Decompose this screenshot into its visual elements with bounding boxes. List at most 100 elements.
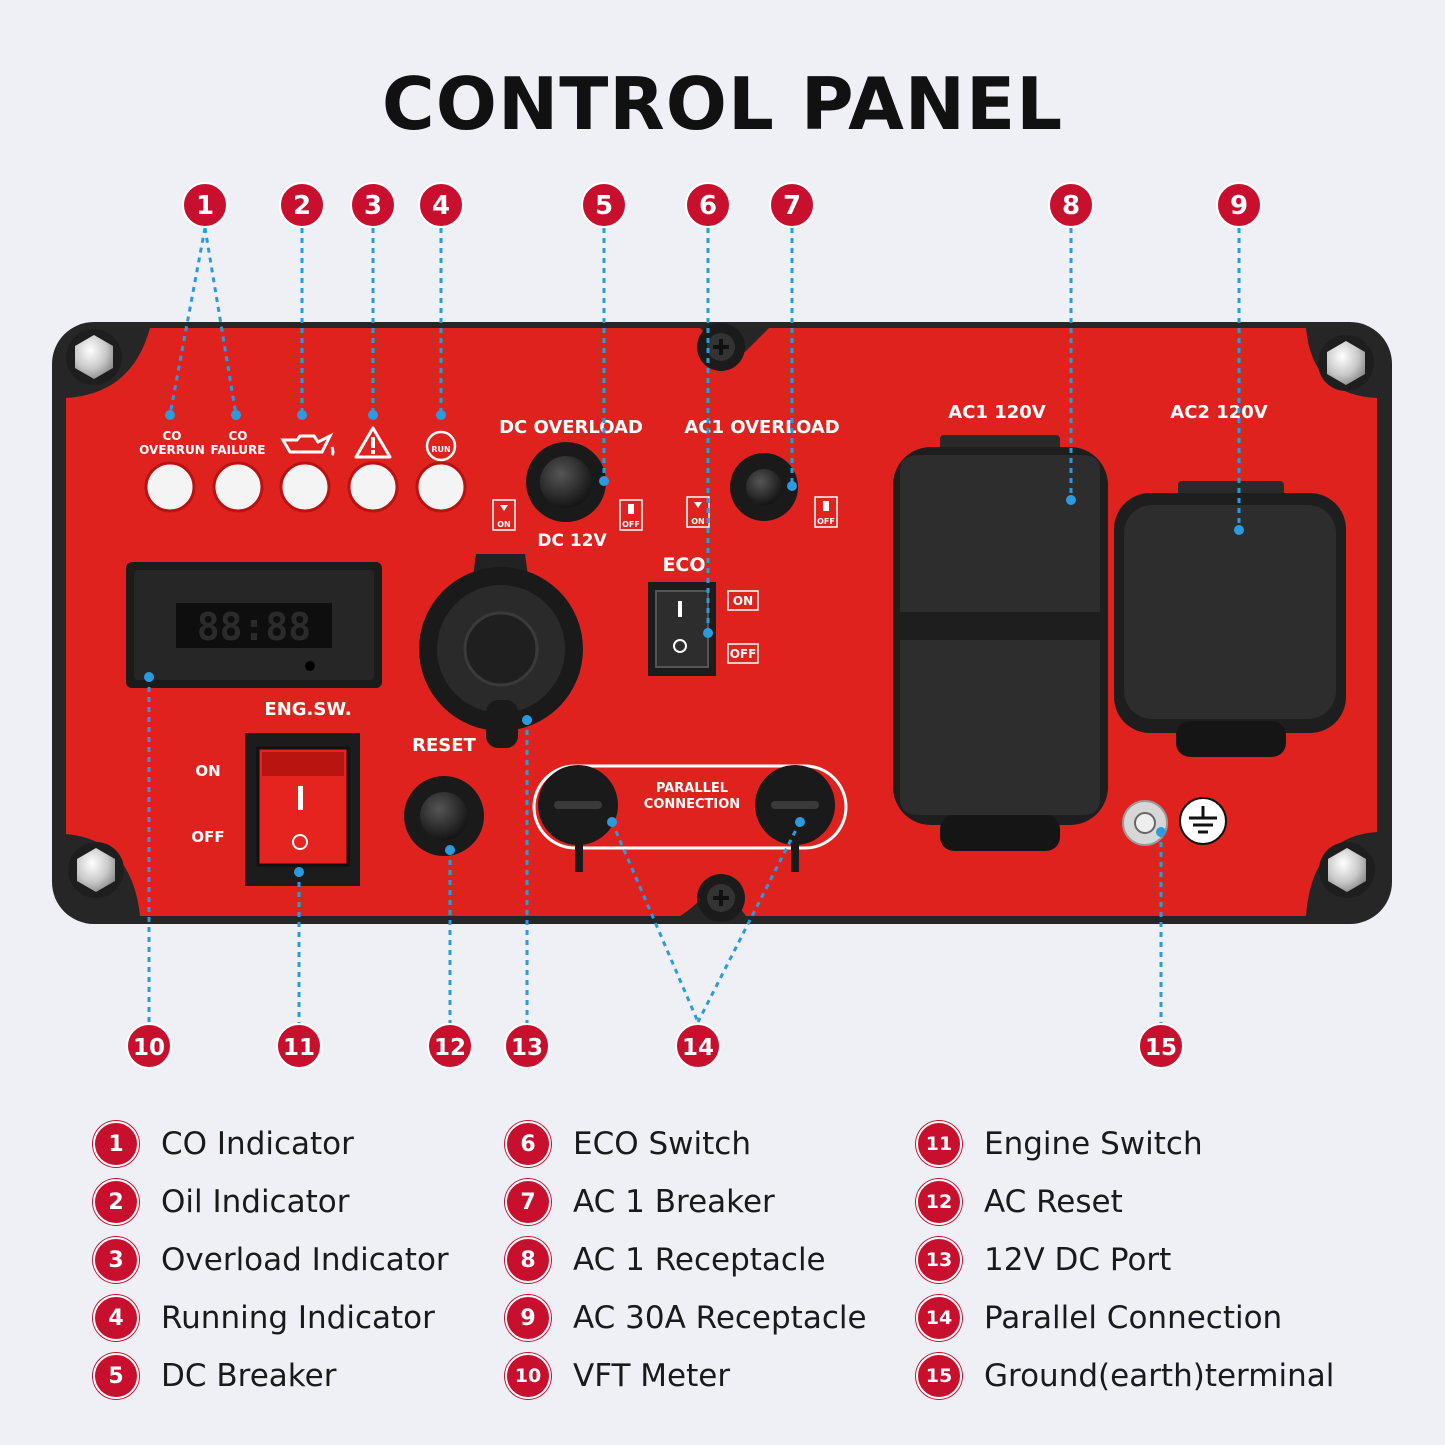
legend-badge: 7 xyxy=(505,1179,551,1225)
legend-text: CO Indicator xyxy=(161,1126,354,1162)
meter-display: 88:88 xyxy=(197,605,311,649)
legend-text: Parallel Connection xyxy=(984,1300,1283,1336)
eco-on-tag xyxy=(727,590,759,611)
legend-badge: 12 xyxy=(916,1179,962,1225)
svg-text:11: 11 xyxy=(283,1035,315,1061)
reset-label: RESET xyxy=(412,735,476,756)
engine-switch[interactable] xyxy=(245,733,360,886)
dc-overload-label: DC OVERLOAD xyxy=(499,417,643,438)
overload-indicator-light xyxy=(347,461,399,513)
parallel-port-left[interactable] xyxy=(538,765,618,872)
legend-item-4: 4 Running Indicator xyxy=(93,1295,435,1341)
legend-text: AC 1 Breaker xyxy=(573,1184,775,1220)
legend-text: AC Reset xyxy=(984,1184,1123,1220)
dc-12v-label: DC 12V xyxy=(537,531,607,551)
warning-triangle-icon xyxy=(354,426,392,459)
corner-bolt-top-left xyxy=(66,329,122,385)
corner-bolt-bottom-left xyxy=(68,842,124,898)
legend-badge: 3 xyxy=(93,1237,139,1283)
svg-text:1: 1 xyxy=(196,191,214,221)
legend-item-12: 12 AC Reset xyxy=(916,1179,1123,1225)
callout-badge-4: 4 xyxy=(418,182,464,228)
legend-badge: 5 xyxy=(93,1353,139,1399)
eco-switch[interactable] xyxy=(648,582,716,676)
callout-badge-7: 7 xyxy=(769,182,815,228)
oil-can-icon xyxy=(280,432,335,457)
svg-text:8: 8 xyxy=(1062,191,1080,221)
eco-off-tag xyxy=(727,643,759,664)
legend-text: AC 30A Receptacle xyxy=(573,1300,867,1336)
co-overrun-light xyxy=(144,461,196,513)
legend-badge: 2 xyxy=(93,1179,139,1225)
eco-label: ECO xyxy=(662,554,705,576)
svg-text:13: 13 xyxy=(511,1035,543,1061)
callout-badge-12: 12 xyxy=(427,1023,473,1069)
legend-text: Overload Indicator xyxy=(161,1242,449,1278)
svg-text:OFF: OFF xyxy=(817,517,835,526)
callout-badge-1: 1 xyxy=(182,182,228,228)
legend-text: AC 1 Receptacle xyxy=(573,1242,826,1278)
corner-bolt-bottom-right xyxy=(1319,842,1375,898)
legend-item-7: 7 AC 1 Breaker xyxy=(505,1179,775,1225)
dc-breaker-off-tag: OFF xyxy=(619,499,643,531)
oil-indicator-light xyxy=(279,461,331,513)
vft-meter: 88:88 xyxy=(126,562,382,688)
svg-text:12: 12 xyxy=(434,1035,466,1061)
svg-text:2: 2 xyxy=(293,191,311,221)
ground-terminal[interactable] xyxy=(1122,800,1168,846)
svg-text:15: 15 xyxy=(1145,1035,1177,1061)
dc-breaker-button[interactable] xyxy=(526,442,606,522)
legend-badge: 10 xyxy=(505,1353,551,1399)
dc-breaker-on-tag: ON xyxy=(492,499,516,531)
legend-text: Running Indicator xyxy=(161,1300,435,1336)
callout-badge-5: 5 xyxy=(581,182,627,228)
ac-reset-button[interactable] xyxy=(404,776,484,856)
eng-on-label: ON xyxy=(195,762,220,780)
legend-badge: 9 xyxy=(505,1295,551,1341)
legend-badge: 14 xyxy=(916,1295,962,1341)
svg-text:5: 5 xyxy=(595,191,613,221)
center-screw-bottom xyxy=(697,874,745,922)
legend-text: Ground(earth)terminal xyxy=(984,1358,1335,1394)
svg-text:ON: ON xyxy=(733,594,753,608)
legend-badge: 11 xyxy=(916,1121,962,1167)
ac1-receptacle[interactable] xyxy=(893,435,1108,851)
legend-badge: 4 xyxy=(93,1295,139,1341)
svg-text:6: 6 xyxy=(699,191,717,221)
callout-badge-14: 14 xyxy=(675,1023,721,1069)
svg-text:4: 4 xyxy=(432,191,450,221)
svg-text:RUN: RUN xyxy=(431,445,450,454)
legend-item-10: 10 VFT Meter xyxy=(505,1353,731,1399)
ac2-120v-label: AC2 120V xyxy=(1170,402,1268,423)
center-screw-top xyxy=(697,323,745,371)
ac1-overload-label: AC1 OVERLOAD xyxy=(684,417,839,438)
ac2-receptacle[interactable] xyxy=(1114,481,1346,757)
svg-text:9: 9 xyxy=(1230,191,1248,221)
legend-item-14: 14 Parallel Connection xyxy=(916,1295,1283,1341)
svg-text:10: 10 xyxy=(133,1035,165,1061)
leader-lines xyxy=(147,227,1241,1025)
svg-text:14: 14 xyxy=(682,1035,714,1061)
dc-12v-port[interactable] xyxy=(419,554,583,748)
parallel-port-right[interactable] xyxy=(755,765,835,872)
callout-badge-13: 13 xyxy=(504,1023,550,1069)
callout-badge-3: 3 xyxy=(350,182,396,228)
legend-text: VFT Meter xyxy=(573,1358,731,1394)
page-title: CONTROL PANEL xyxy=(381,62,1064,146)
legend-item-9: 9 AC 30A Receptacle xyxy=(505,1295,867,1341)
eng-sw-label: ENG.SW. xyxy=(264,699,351,720)
corner-bolt-top-right xyxy=(1318,335,1374,391)
ac1-breaker-button[interactable] xyxy=(730,453,798,521)
callout-badge-11: 11 xyxy=(276,1023,322,1069)
callout-badge-9: 9 xyxy=(1216,182,1262,228)
